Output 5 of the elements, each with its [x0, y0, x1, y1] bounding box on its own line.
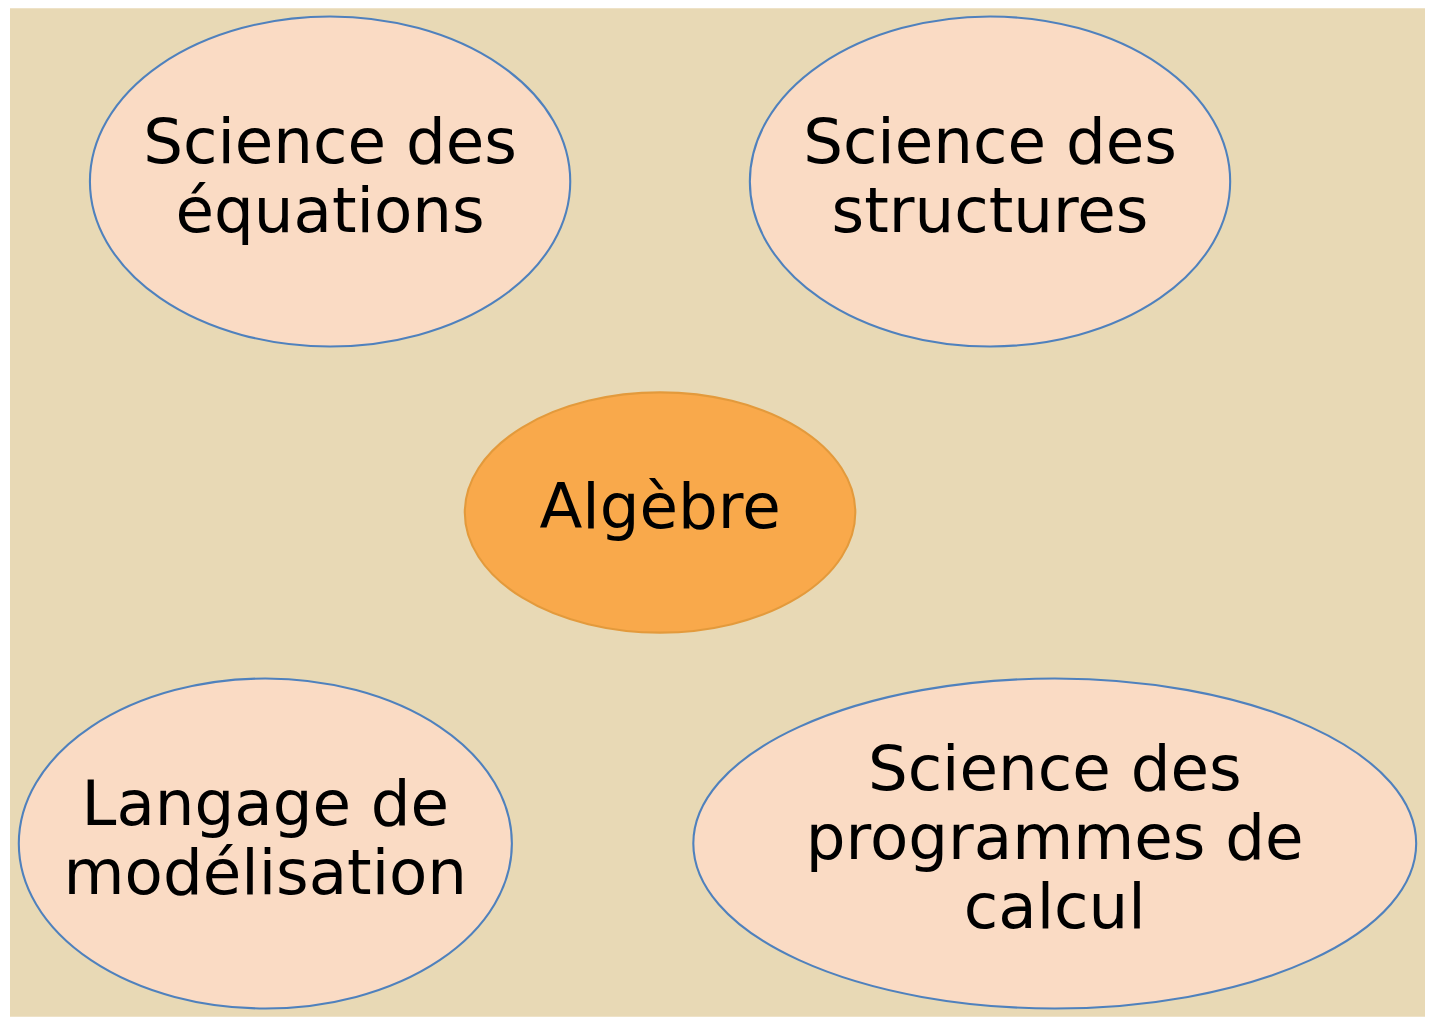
node-ellipse: Science des programmes de calcul — [692, 677, 1418, 1010]
node-ellipse: Science des structures — [748, 15, 1232, 348]
node-ellipse: Science des équations — [88, 15, 572, 348]
node-ellipse: Langage de modélisation — [17, 677, 513, 1010]
node-ellipse: Algèbre — [463, 391, 857, 634]
